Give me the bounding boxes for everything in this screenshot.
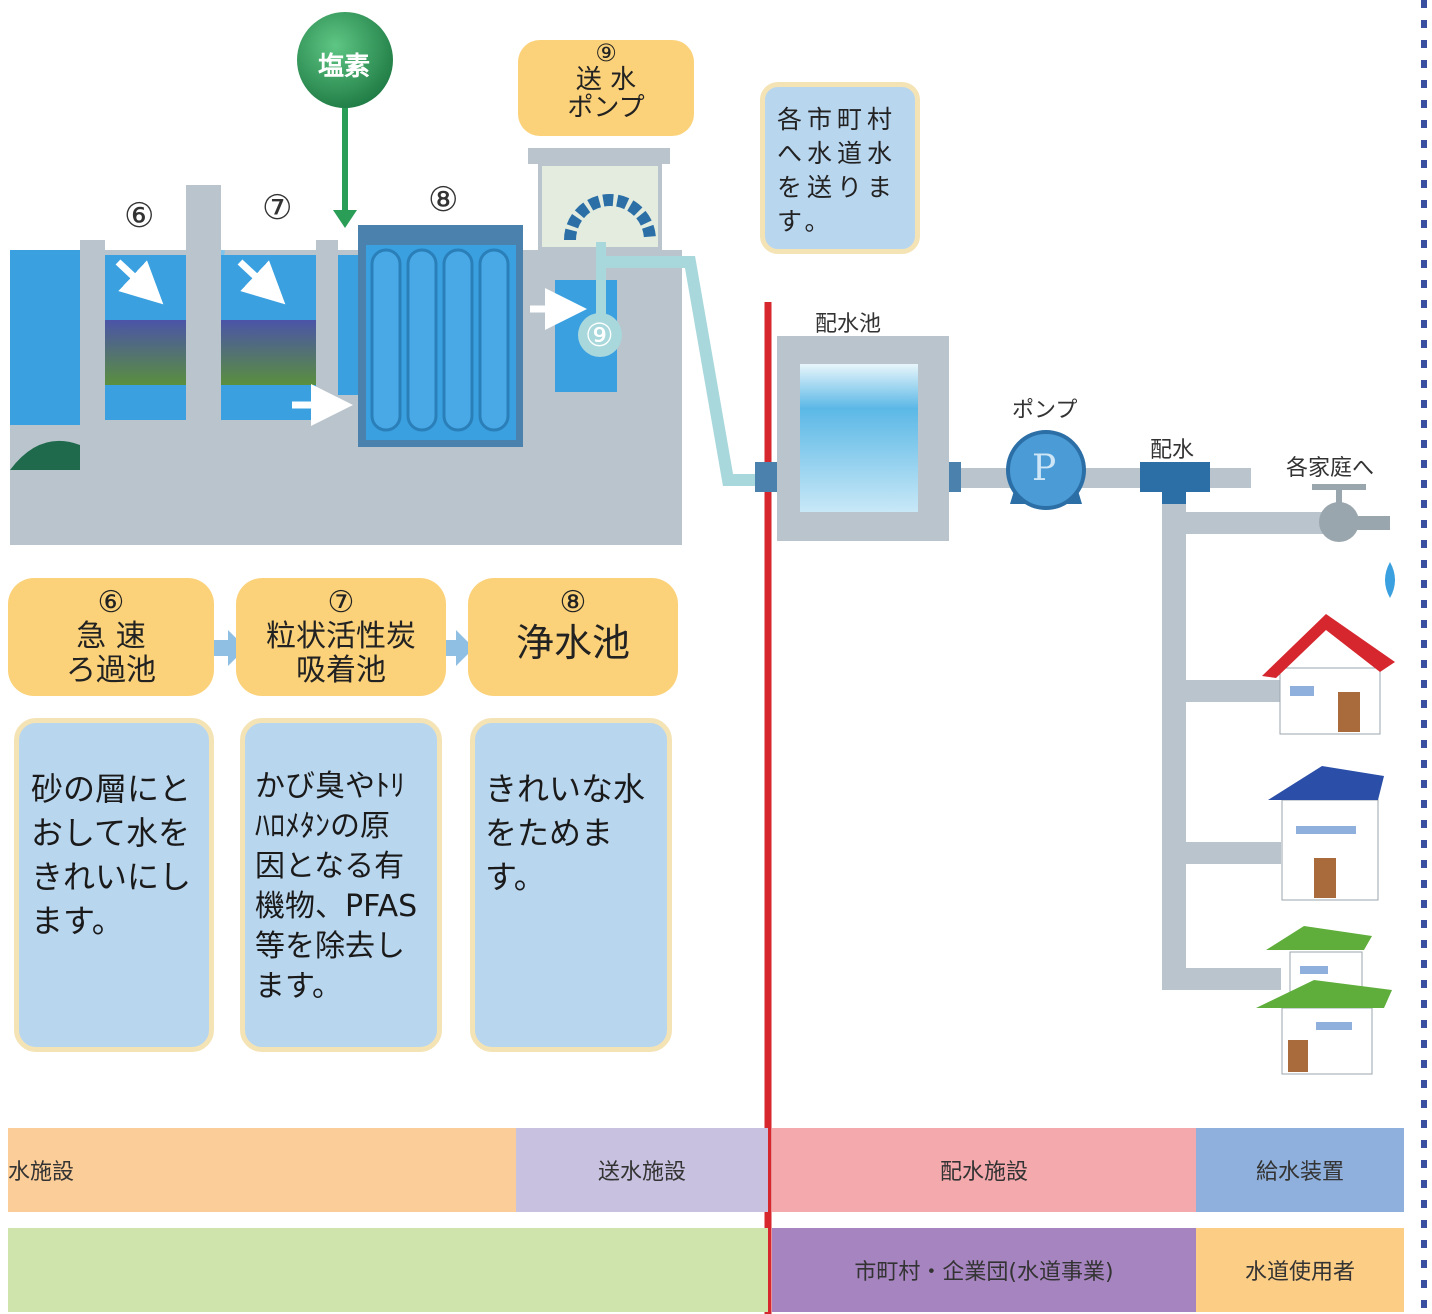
- band-distribution: 配水施設: [772, 1128, 1196, 1212]
- band-owner-municipal: 市町村・企業団(水道事業): [772, 1228, 1196, 1312]
- faucet-icon: [1312, 484, 1395, 598]
- step-7-pill: ⑦ 粒状活性炭 吸着池: [236, 578, 446, 696]
- pump-symbol: P: [1032, 448, 1057, 489]
- to-homes-label: 各家庭へ: [1286, 456, 1375, 481]
- inflow-water: [10, 250, 80, 425]
- pump9-line1: 送 水: [575, 65, 637, 95]
- house-blue-icon: [1268, 766, 1384, 901]
- step-6-name: 急 速 ろ過池: [66, 619, 156, 688]
- band-supply-device: 給水装置: [1196, 1128, 1404, 1212]
- step-6-description: 砂の層にと おして水を きれいにし ます。: [14, 718, 214, 1052]
- step-6-pill: ⑥ 急 速 ろ過池: [8, 578, 214, 696]
- step-8-number: ⑧: [559, 585, 587, 620]
- basin-8-number: ⑧: [428, 180, 459, 220]
- step-8-pill: ⑧ 浄水池: [468, 578, 678, 696]
- house-red-icon: [1262, 614, 1395, 735]
- basin-7-number: ⑦: [262, 188, 293, 228]
- step-7-name: 粒状活性炭 吸着池: [266, 619, 416, 688]
- band-owner-municipal-label: 市町村・企業団(水道事業): [854, 1260, 1114, 1285]
- chlorine-tank: [297, 12, 393, 108]
- band-transmission-label: 送水施設: [597, 1160, 686, 1185]
- step-6-number: ⑥: [97, 585, 125, 620]
- step-7-number: ⑦: [327, 585, 355, 620]
- pump9-box: ⑨ 送 水 ポンプ: [518, 40, 694, 136]
- step-arrow-1: [212, 630, 246, 666]
- junction: [1140, 462, 1210, 492]
- transmission-pipe: [600, 256, 768, 486]
- step-8-description: きれいな水 をためます。: [470, 718, 672, 1052]
- step-7-description: かび臭やﾄﾘ ﾊﾛﾒﾀﾝの原 因となる有 機物、PFAS 等を除去し ます。: [240, 718, 442, 1052]
- band-owner-users: 水道使用者: [1196, 1228, 1404, 1312]
- reservoir-label: 配水池: [815, 312, 882, 337]
- step-arrow-2: [440, 630, 474, 666]
- band-distribution-label: 配水施設: [939, 1160, 1028, 1185]
- pump9-number: ⑨: [595, 39, 617, 67]
- delivery-note: 各市町村 へ水道水 を送りま す。: [760, 82, 920, 254]
- filter-6-media: [105, 320, 190, 385]
- band-owner-users-label: 水道使用者: [1244, 1260, 1355, 1285]
- basin-6-number: ⑥: [124, 196, 155, 236]
- pump-label: ポンプ: [1012, 398, 1078, 423]
- pump-well-number: ⑨: [585, 316, 614, 354]
- chlorine-label: 塩素: [318, 52, 371, 82]
- band-supply-device-label: 給水装置: [1255, 1160, 1344, 1185]
- band-transmission: 送水施設: [516, 1128, 768, 1212]
- filter-7-media: [221, 320, 316, 385]
- house-green-icon: [1256, 926, 1392, 1075]
- pump-house-roof: [528, 148, 670, 164]
- pump9-line2: ポンプ: [567, 93, 645, 123]
- hill: [10, 440, 80, 470]
- band-water-facility-label: 水施設: [8, 1160, 75, 1185]
- distribution-main-label: 配水: [1150, 438, 1195, 463]
- band-owner-prefecture: [8, 1228, 768, 1312]
- band-water-facility: 水施設: [8, 1128, 516, 1212]
- pump: [1006, 430, 1086, 510]
- step-8-name: 浄水池: [515, 621, 630, 665]
